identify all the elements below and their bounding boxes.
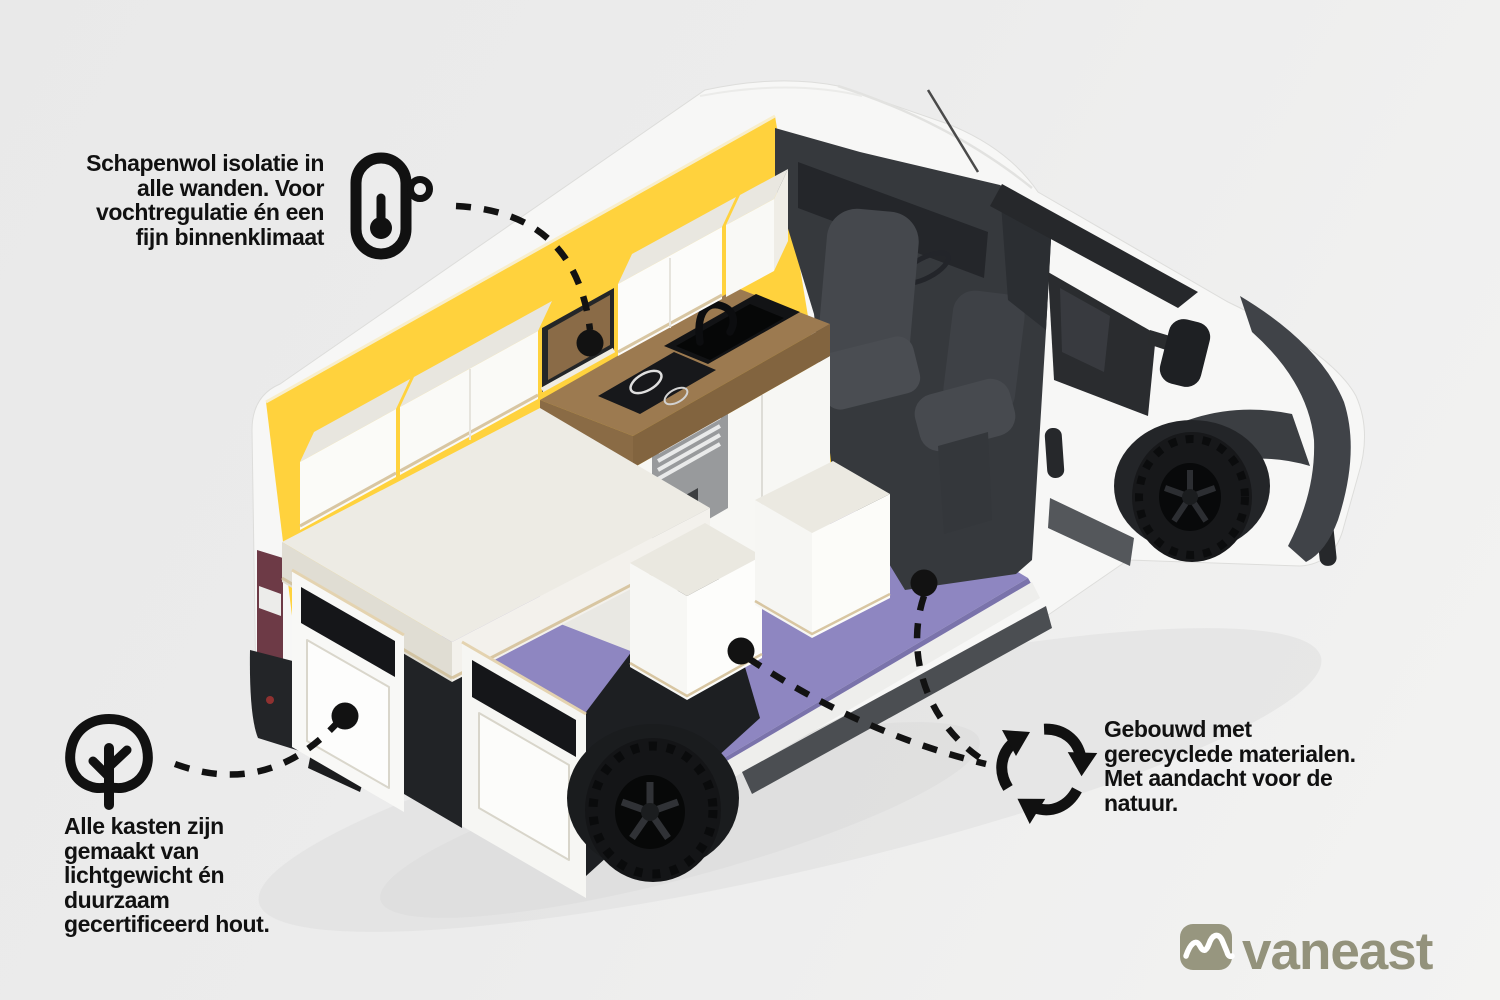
mirror-arm xyxy=(1148,330,1170,350)
bench-boxes xyxy=(629,461,891,700)
caption-line: natuur. xyxy=(1104,789,1178,816)
caption-line: gemaakt van xyxy=(64,837,199,864)
anchor-dots xyxy=(331,329,938,730)
caption-wood: Alle kasten zijn gemaakt van lichtgewich… xyxy=(64,814,304,937)
front-wheel xyxy=(1114,420,1270,562)
caption-line: gecertificeerd hout. xyxy=(64,911,270,938)
recycle-icon xyxy=(996,723,1098,825)
anchor-dot-bench xyxy=(727,637,755,665)
caption-line: lichtgewicht én xyxy=(64,862,225,889)
annotation-connectors xyxy=(173,202,988,778)
logo-text: vaneast xyxy=(1242,922,1433,981)
roof-creases xyxy=(699,84,1033,189)
caption-line: duurzaam xyxy=(64,886,170,913)
connector-recycled-bench xyxy=(746,655,987,768)
overhead-cabinets xyxy=(299,169,788,530)
caption-line: fijn binnenklimaat xyxy=(135,223,325,250)
connector-recycled-floor xyxy=(913,594,988,765)
cab-seat-cushion xyxy=(817,336,921,410)
jump-seat-pedestal xyxy=(938,432,992,534)
caption-insulation: Schapenwol isolatie in alle wanden. Voor… xyxy=(52,151,324,249)
counter-edge-front xyxy=(633,324,830,468)
jump-seat xyxy=(914,378,1016,452)
antenna xyxy=(926,89,980,173)
anchor-dot-insulation xyxy=(576,329,604,357)
vaneast-logo: vaneast xyxy=(1180,922,1434,981)
tree-icon xyxy=(65,714,153,810)
faucet xyxy=(695,300,738,346)
connector-insulation xyxy=(455,202,594,331)
hob-ring-large xyxy=(629,369,663,395)
front-bumper xyxy=(1240,296,1351,562)
garage-panels xyxy=(291,568,587,898)
caption-line: Gebouwd met xyxy=(1104,716,1252,742)
connector-wood xyxy=(173,719,341,778)
caption-line: gerecyclede materialen. xyxy=(1104,740,1356,767)
caption-recycled: Gebouwd met gerecyclede materialen. Met … xyxy=(1104,717,1414,815)
side-mirror xyxy=(1159,319,1211,387)
mountain-squiggle xyxy=(1183,932,1235,960)
hob-ring-small xyxy=(663,386,689,406)
rear-reflector xyxy=(266,696,274,704)
door-trim xyxy=(1048,498,1134,566)
caption-line: vochtregulatie én een xyxy=(95,199,324,226)
rear-wheel xyxy=(567,724,739,882)
anchor-dot-floor xyxy=(910,569,938,597)
caption-line: alle wanden. Voor xyxy=(136,174,324,201)
caption-line: Schapenwol isolatie in xyxy=(86,150,324,176)
caption-line: Alle kasten zijn xyxy=(64,813,224,839)
thermometer-icon xyxy=(350,152,433,260)
anchor-dot-wood xyxy=(331,702,359,730)
taillight-stripe xyxy=(259,586,281,616)
sliding-door-handle xyxy=(1044,427,1065,478)
side-window-reflection xyxy=(1060,288,1110,372)
caption-line: Met aandacht voor de xyxy=(1104,765,1333,792)
rocker-trim xyxy=(742,606,1052,794)
windshield xyxy=(990,184,1198,308)
